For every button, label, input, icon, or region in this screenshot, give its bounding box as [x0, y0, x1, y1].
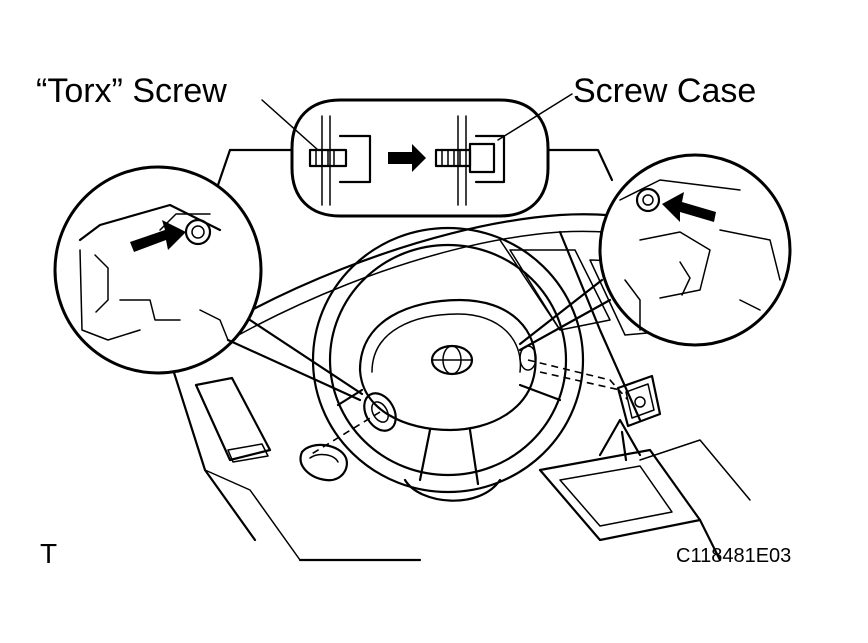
screw-case-label: Screw Case	[573, 72, 757, 110]
label-leaders	[261, 93, 573, 151]
corner-mark: T	[40, 538, 58, 569]
center-console	[538, 418, 751, 562]
right-detail-view	[518, 153, 792, 352]
lower-panel-part	[299, 443, 348, 482]
top-detail-view	[216, 98, 614, 218]
screw-case-part	[616, 374, 662, 462]
steering-wheel	[311, 226, 585, 502]
left-detail-view	[53, 165, 364, 402]
torx-screw-label: “Torx” Screw	[36, 72, 227, 110]
figure-code: C118481E03	[676, 545, 792, 567]
guide-lines	[309, 359, 629, 456]
